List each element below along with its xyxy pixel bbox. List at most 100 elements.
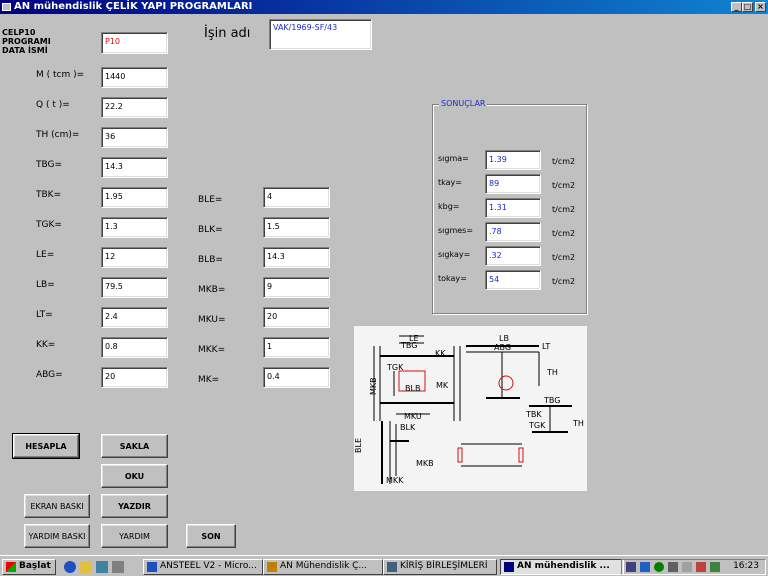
diagram-label: TBG (543, 396, 560, 405)
taskbar-button[interactable]: AN Mühendislik Ç... (263, 559, 383, 575)
input-label: TBG= (36, 160, 63, 170)
input-field[interactable]: 9 (263, 277, 330, 298)
job-name-label: İşin adı (204, 26, 251, 41)
input-label: BLK= (198, 225, 223, 235)
diagram-label: BLB (405, 384, 420, 393)
result-field: .78 (485, 222, 541, 242)
input-label: MKU= (198, 315, 226, 325)
input-field[interactable]: 4 (263, 187, 330, 208)
input-label: MK= (198, 375, 220, 385)
diagram-label: KK (435, 349, 446, 358)
input-field[interactable]: 2.4 (101, 307, 168, 328)
result-unit: t/cm2 (552, 277, 576, 286)
taskbar-button[interactable]: ANSTEEL V2 - Micro... (143, 559, 263, 575)
diagram-label: BLK (400, 423, 416, 432)
taskbar-button-label: AN mühendislik ... (517, 561, 610, 571)
result-label: tkay= (438, 178, 462, 187)
input-field[interactable]: 1.95 (101, 187, 168, 208)
result-field: 89 (485, 174, 541, 194)
taskbar-button-label: KİRİŞ BİRLEŞİMLERİ (400, 561, 488, 571)
result-unit: t/cm2 (552, 229, 576, 238)
result-unit: t/cm2 (552, 253, 576, 262)
close-icon[interactable]: × (755, 2, 766, 12)
outlook-icon[interactable] (80, 561, 92, 573)
start-button[interactable]: Başlat (2, 559, 56, 575)
diagram-label: TGK (386, 363, 404, 372)
input-label: LB= (36, 280, 55, 290)
taskbar-button[interactable]: AN mühendislik ... (500, 559, 624, 575)
input-field[interactable]: 20 (101, 367, 168, 388)
result-label: sıgkay= (438, 250, 471, 259)
tray-printer-icon[interactable] (668, 562, 678, 572)
input-field[interactable]: 0.4 (263, 367, 330, 388)
diagram-label: LE (409, 334, 419, 343)
internet-explorer-icon[interactable] (64, 561, 76, 573)
data-name-label: CELP10 PROGRAMI DATA İSMİ (2, 28, 51, 55)
son-button[interactable]: SON (186, 524, 236, 548)
diagram-label: MKB (369, 377, 378, 395)
result-field: 54 (485, 270, 541, 290)
windows-logo-icon (6, 562, 16, 572)
result-label: sıgma= (438, 154, 469, 163)
input-field[interactable]: 1.3 (101, 217, 168, 238)
diagram-label: BLE (354, 438, 363, 453)
input-field[interactable]: 20 (263, 307, 330, 328)
input-field[interactable]: 22.2 (101, 97, 168, 118)
system-tray: 16:23 (621, 559, 766, 575)
hesapla-button[interactable]: HESAPLA (12, 433, 80, 459)
yazdir-button[interactable]: YAZDIR (101, 494, 168, 518)
input-label: BLE= (198, 195, 223, 205)
taskbar-button[interactable]: KİRİŞ BİRLEŞİMLERİ (383, 559, 497, 575)
result-field: 1.31 (485, 198, 541, 218)
ekran-baski-button[interactable]: EKRAN BASKI (24, 494, 90, 518)
taskbar: Başlat ANSTEEL V2 - Micro... AN Mühendisl… (0, 555, 768, 576)
desktop-icon[interactable] (96, 561, 108, 573)
results-group: SONUÇLAR (432, 99, 587, 314)
input-field[interactable]: 14.3 (263, 247, 330, 268)
input-label: Q ( t )= (36, 100, 70, 110)
yardim-baski-button[interactable]: YARDIM BASKI (24, 524, 90, 548)
channels-icon[interactable] (112, 561, 124, 573)
input-label: BLB= (198, 255, 223, 265)
result-field: .32 (485, 246, 541, 266)
diagram-label: TBG (400, 341, 417, 350)
input-field[interactable]: 14.3 (101, 157, 168, 178)
tray-antivirus-icon[interactable] (696, 562, 706, 572)
yardim-button[interactable]: YARDIM (101, 524, 168, 548)
data-name-input[interactable]: P10 (101, 32, 168, 54)
minimize-icon[interactable]: _ (731, 2, 742, 12)
app-icon[interactable] (2, 3, 11, 11)
taskbar-button-label: ANSTEEL V2 - Micro... (160, 561, 257, 571)
job-name-input[interactable]: VAK/1969-SF/43 (269, 19, 372, 50)
input-field[interactable]: 1440 (101, 67, 168, 88)
input-field[interactable]: 12 (101, 247, 168, 268)
title-bar: AN mühendislik ÇELİK YAPI PROGRAMLARI _ … (0, 0, 768, 14)
maximize-icon[interactable]: □ (742, 2, 753, 12)
tray-network-icon[interactable] (654, 562, 664, 572)
oku-button[interactable]: OKU (101, 464, 168, 488)
input-field[interactable]: 1.5 (263, 217, 330, 238)
result-unit: t/cm2 (552, 157, 576, 166)
sakla-button[interactable]: SAKLA (101, 434, 168, 458)
input-field[interactable]: 79.5 (101, 277, 168, 298)
input-field[interactable]: 36 (101, 127, 168, 148)
app-icon (387, 562, 397, 572)
diagram-label: MKB (416, 459, 434, 468)
app-icon (504, 562, 514, 572)
clock[interactable]: 16:23 (733, 561, 759, 571)
tray-display-icon[interactable] (710, 562, 720, 572)
diagram-label: TH (572, 419, 584, 428)
input-field[interactable]: 0.8 (101, 337, 168, 358)
diagram-label: MKK (386, 476, 404, 485)
tray-volume-icon[interactable] (640, 562, 650, 572)
tray-app-icon[interactable] (626, 562, 636, 572)
result-label: kbg= (438, 202, 460, 211)
taskbar-button-label: AN Mühendislik Ç... (280, 561, 368, 571)
input-label: LE= (36, 250, 55, 260)
input-label: M ( tcm )= (36, 70, 85, 80)
input-field[interactable]: 1 (263, 337, 330, 358)
tray-scheduler-icon[interactable] (682, 562, 692, 572)
